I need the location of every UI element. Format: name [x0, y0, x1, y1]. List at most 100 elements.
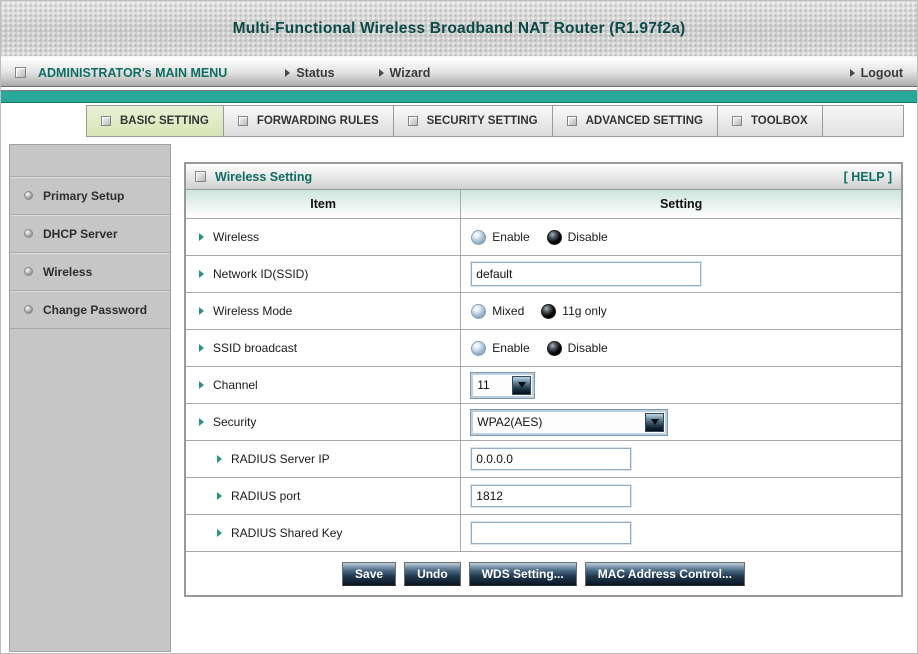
arrow-right-icon	[849, 68, 855, 77]
square-bullet-icon	[195, 171, 206, 182]
wds-setting-button[interactable]: WDS Setting...	[468, 561, 577, 586]
row-label: Channel	[213, 378, 258, 392]
row-label-cell: Security	[186, 404, 462, 440]
row-setting-cell	[461, 256, 901, 292]
logout-label: Logout	[860, 65, 903, 80]
tab-bar: BASIC SETTING FORWARDING RULES SECURITY …	[86, 105, 904, 137]
ssid-broadcast-enable-radio[interactable]: Enable	[471, 340, 530, 356]
undo-button[interactable]: Undo	[404, 561, 461, 586]
bullet-dot-icon	[24, 267, 33, 276]
sidebar-item-label: Change Password	[43, 302, 148, 317]
row-label: RADIUS port	[231, 489, 301, 503]
square-bullet-icon	[237, 116, 248, 126]
triangle-down-icon	[650, 419, 659, 425]
sidebar-item-primary-setup[interactable]: Primary Setup	[10, 176, 170, 214]
row-label: Network ID(SSID)	[213, 267, 309, 281]
logout-link[interactable]: Logout	[849, 65, 903, 80]
bullet-arrow-icon	[199, 307, 204, 315]
radio-unselected-icon	[471, 303, 487, 319]
ssid-broadcast-disable-radio[interactable]: Disable	[546, 340, 608, 356]
save-button[interactable]: Save	[342, 561, 397, 586]
wireless-setting-panel: Wireless Setting [ HELP ] Item Setting W…	[184, 162, 903, 597]
wireless-disable-radio[interactable]: Disable	[546, 229, 608, 245]
channel-select[interactable]: 11	[470, 371, 536, 399]
table-row-radius-shared-key: RADIUS Shared Key	[186, 514, 901, 551]
row-label: Wireless Mode	[213, 304, 293, 318]
sidebar-item-label: Primary Setup	[43, 188, 125, 203]
row-setting-cell: Mixed 11g only	[461, 293, 901, 329]
radio-label: Disable	[567, 341, 608, 355]
bullet-dot-icon	[24, 305, 33, 314]
ssid-input[interactable]	[471, 262, 702, 286]
sidebar-item-label: DHCP Server	[43, 226, 118, 241]
mac-address-control-button[interactable]: MAC Address Control...	[584, 561, 745, 586]
tab-label: SECURITY SETTING	[426, 115, 538, 127]
tab-forwarding-rules[interactable]: FORWARDING RULES	[223, 106, 394, 136]
menu-item-status-label: Status	[296, 65, 335, 80]
tab-label: FORWARDING RULES	[256, 115, 379, 127]
square-bullet-icon	[101, 116, 111, 126]
square-bullet-icon	[15, 67, 26, 78]
dropdown-arrow-icon	[645, 412, 665, 432]
row-label-cell: Wireless	[186, 219, 462, 255]
row-setting-cell: 11	[461, 367, 901, 403]
sidebar-item-change-password[interactable]: Change Password	[10, 290, 170, 329]
table-row-wireless: Wireless Enable Disable	[186, 218, 901, 255]
menu-item-status[interactable]: Status	[285, 65, 335, 80]
radio-label: Mixed	[492, 304, 525, 318]
radius-server-ip-input[interactable]	[471, 448, 632, 470]
bullet-dot-icon	[24, 229, 33, 238]
tab-security-setting[interactable]: SECURITY SETTING	[393, 106, 553, 136]
security-select[interactable]: WPA2(AES)	[470, 408, 669, 436]
tab-bar-filler	[822, 106, 903, 136]
panel-title: Wireless Setting	[215, 169, 313, 184]
row-label-cell: Network ID(SSID)	[186, 256, 462, 292]
setting-column-header: Setting	[659, 197, 703, 211]
security-select-value: WPA2(AES)	[477, 415, 543, 429]
bullet-arrow-icon	[217, 492, 222, 500]
square-bullet-icon	[731, 116, 742, 126]
sidebar-item-wireless[interactable]: Wireless	[10, 252, 170, 290]
page-title: Multi-Functional Wireless Broadband NAT …	[232, 19, 686, 37]
radio-unselected-icon	[471, 340, 487, 356]
arrow-right-icon	[285, 68, 291, 77]
row-label-cell: Wireless Mode	[186, 293, 462, 329]
radius-port-input[interactable]	[471, 485, 632, 507]
dropdown-arrow-icon	[512, 375, 532, 395]
tab-label: ADVANCED SETTING	[585, 115, 703, 127]
tab-toolbox[interactable]: TOOLBOX	[717, 106, 823, 136]
radio-label: 11g only	[562, 304, 607, 318]
tab-basic-setting[interactable]: BASIC SETTING	[87, 106, 224, 136]
wireless-mode-11g-radio[interactable]: 11g only	[541, 303, 607, 319]
menu-item-wizard-label: Wizard	[389, 65, 431, 80]
row-label-cell: RADIUS port	[186, 478, 462, 514]
tab-advanced-setting[interactable]: ADVANCED SETTING	[552, 106, 718, 136]
radio-selected-icon	[546, 229, 562, 245]
tab-label: TOOLBOX	[750, 115, 808, 127]
arrow-right-icon	[378, 68, 384, 77]
row-label-cell: Channel	[186, 367, 462, 403]
table-row-ssid-broadcast: SSID broadcast Enable Disable	[186, 329, 901, 366]
menu-bar: ADMINISTRATOR's MAIN MENU Status Wizard …	[1, 58, 917, 87]
menu-item-wizard[interactable]: Wizard	[378, 65, 431, 80]
sidebar-item-dhcp-server[interactable]: DHCP Server	[10, 214, 170, 252]
row-label-cell: SSID broadcast	[186, 330, 462, 366]
help-link[interactable]: [ HELP ]	[843, 169, 892, 184]
wireless-mode-mixed-radio[interactable]: Mixed	[471, 303, 525, 319]
row-label: SSID broadcast	[213, 341, 298, 355]
channel-select-value: 11	[477, 378, 490, 392]
item-column-header: Item	[186, 190, 462, 218]
bullet-arrow-icon	[217, 455, 222, 463]
bullet-arrow-icon	[199, 381, 204, 389]
bullet-dot-icon	[24, 191, 33, 200]
main-area: Wireless Setting [ HELP ] Item Setting W…	[184, 137, 903, 597]
radio-selected-icon	[541, 303, 557, 319]
row-setting-cell: Enable Disable	[461, 219, 901, 255]
triangle-down-icon	[517, 382, 526, 388]
table-row-security: Security WPA2(AES)	[186, 403, 901, 440]
sidebar-item-label: Wireless	[43, 264, 93, 279]
radius-shared-key-input[interactable]	[471, 522, 632, 544]
table-row-channel: Channel 11	[186, 366, 901, 403]
wireless-enable-radio[interactable]: Enable	[471, 229, 530, 245]
